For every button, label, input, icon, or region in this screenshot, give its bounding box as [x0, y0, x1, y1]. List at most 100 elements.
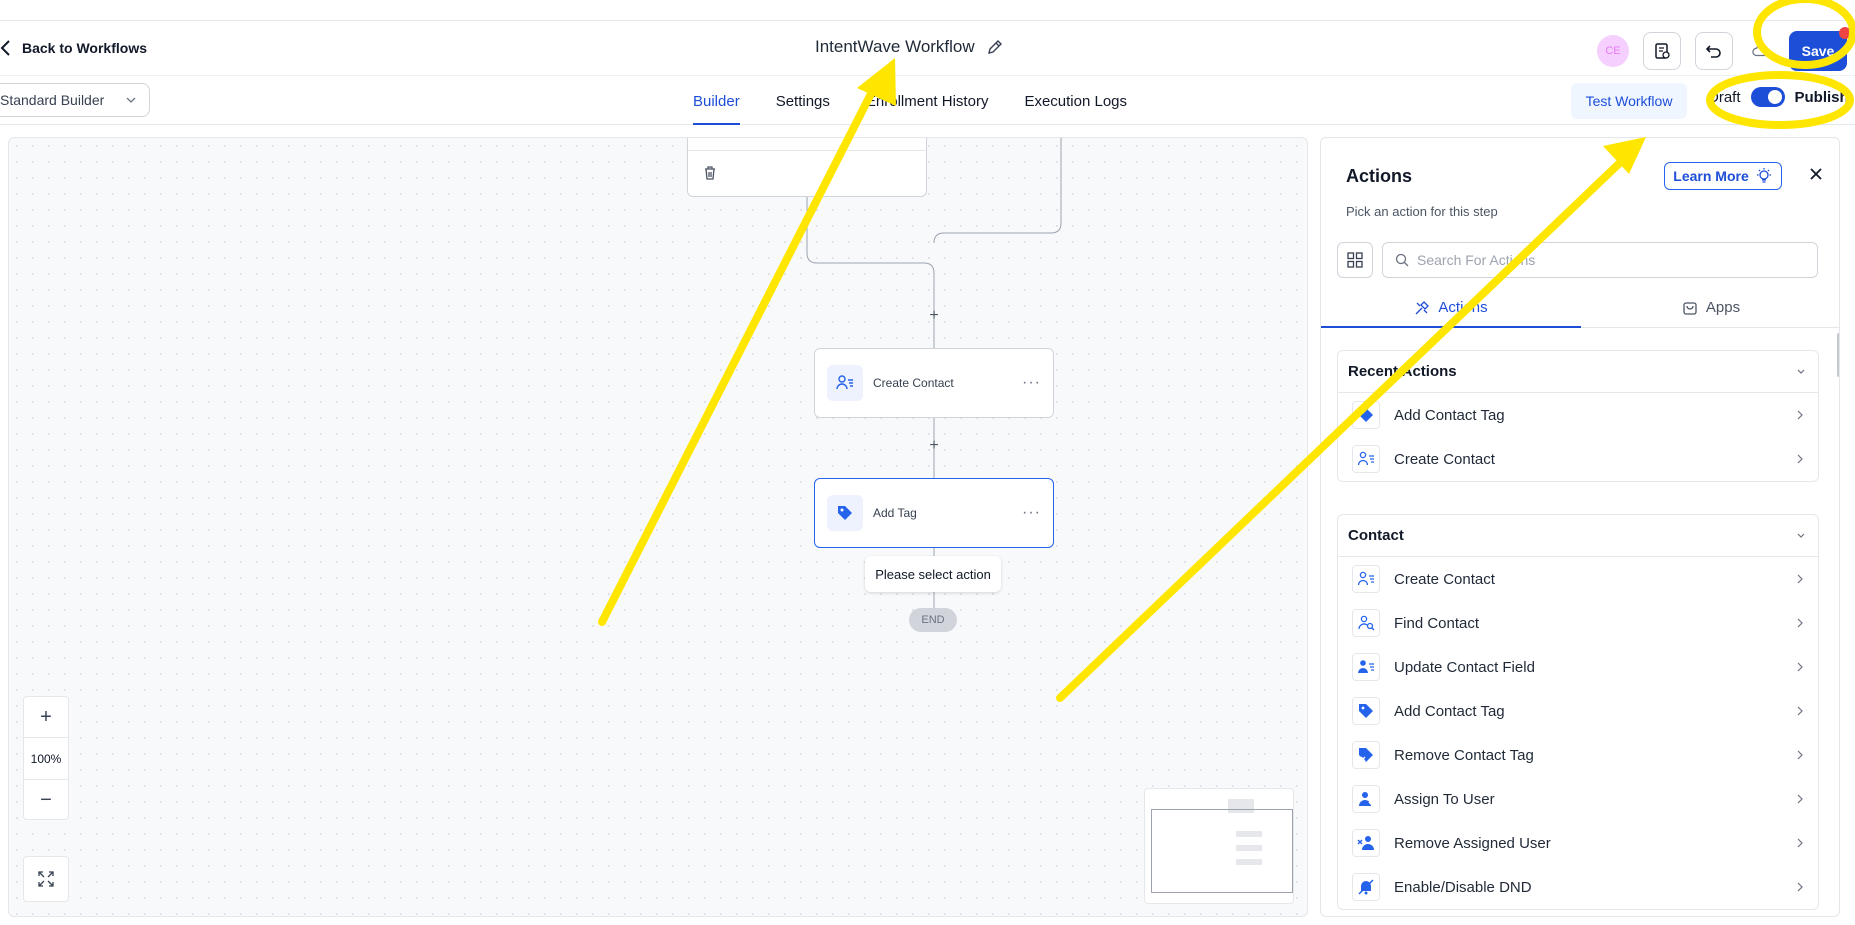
workflow-node-add-tag[interactable]: Add Tag ··· [814, 478, 1054, 548]
workflow-node-create-contact[interactable]: Create Contact ··· [814, 348, 1054, 418]
workflow-canvas[interactable]: + Create Contact ··· + Add Tag ··· Pleas… [8, 137, 1308, 917]
action-item-create-contact[interactable]: Create Contact [1338, 557, 1818, 601]
minimap-viewport[interactable] [1151, 809, 1293, 893]
workflow-title-group: IntentWave Workflow [815, 37, 1003, 57]
main-tabs: Builder Settings Enrollment History Exec… [693, 77, 1127, 125]
builder-mode-select[interactable]: Standard Builder [0, 83, 150, 117]
action-item-create-contact[interactable]: Create Contact [1338, 437, 1818, 481]
action-item-add-contact-tag[interactable]: Add Contact Tag [1338, 393, 1818, 437]
lightbulb-icon [1756, 168, 1771, 183]
pencil-icon[interactable] [987, 39, 1003, 55]
tools-icon [1415, 300, 1430, 314]
remove-user-icon [1352, 829, 1380, 857]
action-item-update-contact-field[interactable]: Update Contact Field [1338, 645, 1818, 689]
chevron-left-icon [0, 40, 10, 56]
add-step-plus[interactable]: + [929, 437, 939, 454]
draft-label: Draft [1708, 88, 1741, 106]
contact-list-icon [1352, 445, 1380, 473]
chevron-right-icon [1797, 706, 1803, 716]
undo-icon [1705, 45, 1721, 58]
panel-scrollbar[interactable] [1837, 333, 1839, 377]
tab-label: Apps [1705, 299, 1741, 316]
action-label: Remove Contact Tag [1394, 746, 1534, 764]
node-divider [688, 150, 926, 151]
chevron-down-icon [1797, 369, 1805, 374]
tab-enrollment-history[interactable]: Enrollment History [865, 92, 989, 110]
learn-more-button[interactable]: Learn More [1664, 162, 1782, 190]
zoom-out-button[interactable]: − [40, 789, 52, 811]
action-label: Assign To User [1394, 790, 1495, 808]
tab-apps[interactable]: Apps [1581, 288, 1839, 327]
chevron-right-icon [1797, 750, 1803, 760]
zoom-controls: + 100% − [23, 696, 69, 820]
action-label: Create Contact [1394, 450, 1495, 468]
action-item-remove-contact-tag[interactable]: Remove Contact Tag [1338, 733, 1818, 777]
end-marker: END [909, 608, 957, 632]
clipboard-check-icon [1655, 43, 1670, 59]
chevron-right-icon [1797, 662, 1803, 672]
action-item-add-contact-tag[interactable]: Add Contact Tag [1338, 689, 1818, 733]
search-actions-field[interactable] [1382, 242, 1818, 278]
action-label: Add Contact Tag [1394, 702, 1505, 720]
checklist-button[interactable] [1643, 32, 1681, 70]
zoom-level: 100% [24, 738, 68, 780]
chevron-right-icon [1797, 618, 1803, 628]
section-header[interactable]: Contact [1338, 515, 1818, 557]
previous-step-node[interactable] [687, 138, 927, 197]
cloud-icon [1752, 45, 1770, 57]
tab-builder[interactable]: Builder [693, 77, 740, 125]
action-item-assign-to-user[interactable]: Assign To User [1338, 777, 1818, 821]
publish-toggle[interactable] [1750, 87, 1785, 107]
actions-panel: Actions Pick an action for this step Lea… [1320, 137, 1840, 917]
action-item-find-contact[interactable]: Find Contact [1338, 601, 1818, 645]
search-icon [1395, 253, 1409, 267]
avatar[interactable]: CE [1597, 35, 1629, 67]
save-button[interactable]: Save [1789, 27, 1851, 71]
back-to-workflows-link[interactable]: Back to Workflows [0, 39, 147, 57]
contact-list-icon [1352, 565, 1380, 593]
test-workflow-button[interactable]: Test Workflow [1571, 83, 1687, 119]
select-action-tooltip: Please select action [865, 556, 1001, 592]
more-options-icon[interactable]: ··· [1022, 374, 1041, 391]
notification-dot [1839, 27, 1851, 39]
panel-subtitle: Pick an action for this step [1346, 204, 1498, 219]
zoom-in-button[interactable]: + [24, 697, 68, 738]
tab-execution-logs[interactable]: Execution Logs [1024, 92, 1128, 110]
tab-settings[interactable]: Settings [775, 92, 830, 110]
tag-icon [827, 495, 863, 531]
minimap[interactable] [1144, 788, 1294, 904]
chevron-down-icon [1797, 533, 1805, 538]
section-header[interactable]: Recent Actions [1338, 351, 1818, 393]
action-item-remove-assigned-user[interactable]: Remove Assigned User [1338, 821, 1818, 865]
action-label: Enable/Disable DND [1394, 878, 1532, 896]
grid-view-button[interactable] [1337, 242, 1373, 278]
minimap-block [1236, 831, 1262, 837]
add-step-plus[interactable]: + [929, 307, 939, 324]
panel-title: Actions [1346, 166, 1413, 186]
action-label: Add Contact Tag [1394, 406, 1505, 424]
tab-actions[interactable]: Actions [1321, 288, 1581, 328]
action-label: Find Contact [1394, 614, 1480, 632]
bell-off-icon [1352, 873, 1380, 901]
fit-view-button[interactable] [23, 856, 69, 902]
chevron-right-icon [1797, 838, 1803, 848]
workflow-title: IntentWave Workflow [815, 37, 975, 56]
chevron-right-icon [1797, 410, 1803, 420]
trash-icon[interactable] [702, 165, 718, 181]
more-options-icon[interactable]: ··· [1022, 504, 1041, 521]
top-bar: Back to Workflows IntentWave Workflow CE… [0, 20, 1855, 76]
cloud-sync-button[interactable] [1747, 32, 1775, 70]
tag-icon [1352, 401, 1380, 429]
chevron-right-icon [1797, 794, 1803, 804]
chevron-right-icon [1797, 574, 1803, 584]
find-contact-icon [1352, 609, 1380, 637]
close-panel-button[interactable] [1806, 164, 1826, 184]
action-item-enable-disable-dnd[interactable]: Enable/Disable DND [1338, 865, 1818, 909]
undo-button[interactable] [1695, 32, 1733, 70]
publish-toggle-group: Draft Publish [1708, 87, 1849, 107]
minimap-block [1236, 859, 1262, 865]
search-actions-input[interactable] [1417, 252, 1797, 268]
section-title: Contact [1348, 527, 1404, 544]
save-label: Save [1801, 43, 1835, 59]
learn-more-label: Learn More [1673, 168, 1749, 184]
